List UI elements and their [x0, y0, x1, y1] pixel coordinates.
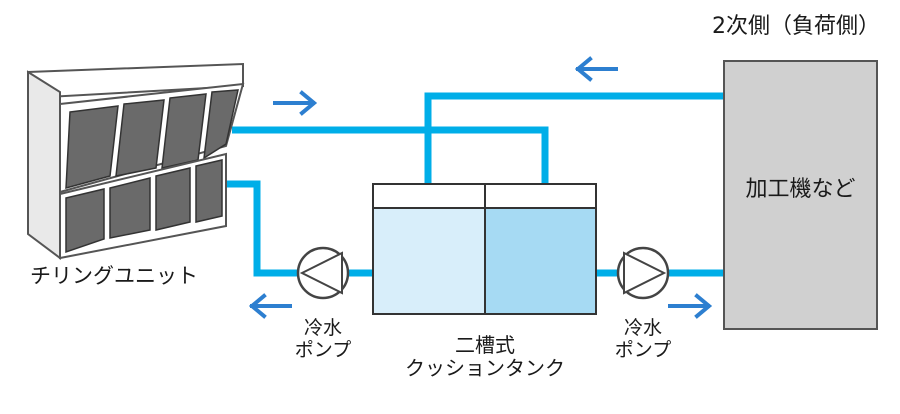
- arrow-left-icon: [574, 56, 618, 82]
- return-pipe-from-load: [424, 92, 723, 208]
- chiller-upper-panels: [65, 89, 239, 189]
- chiller-lower-panels: [65, 159, 223, 254]
- secondary-side-label: 2次側（負荷側）: [712, 14, 880, 39]
- chilled-water-pump-left: [296, 246, 350, 300]
- pump-right-icon: [623, 251, 667, 295]
- chilled-water-pump-right: [616, 246, 670, 300]
- pump-left-label-line2: ポンプ: [294, 338, 352, 361]
- chiller-label: チリングユニット: [30, 264, 198, 288]
- pump-left-label-line1: 冷水: [303, 317, 342, 339]
- pump-right-label-line1: 冷水: [623, 317, 662, 339]
- cushion-tank: [372, 183, 597, 315]
- chiller-inlet-pipe: [226, 180, 373, 277]
- tank-label-line2: クッションタンク: [405, 356, 565, 380]
- flow-arrows: [248, 56, 713, 319]
- supply-pipe-to-tank: [232, 126, 549, 208]
- pump-right-label-line2: ポンプ: [614, 338, 672, 361]
- load-equipment-box: 加工機など: [723, 60, 878, 330]
- tank-left-water: [374, 208, 484, 313]
- chiller-left-side: [27, 70, 61, 260]
- tank-label-line1: 二槽式: [455, 333, 515, 357]
- pump-left-icon: [299, 251, 343, 295]
- tank-right-water: [486, 208, 595, 313]
- load-label: 加工機など: [745, 177, 856, 202]
- pump-right-label: 冷水 ポンプ: [608, 317, 678, 362]
- arrow-left-icon: [248, 293, 292, 319]
- arrow-right-icon: [668, 293, 713, 319]
- pump-left-label: 冷水 ポンプ: [288, 317, 358, 362]
- tank-label: 二槽式 クッションタンク: [395, 334, 575, 380]
- chiller-unit: [26, 62, 245, 260]
- arrow-right-icon: [273, 90, 318, 116]
